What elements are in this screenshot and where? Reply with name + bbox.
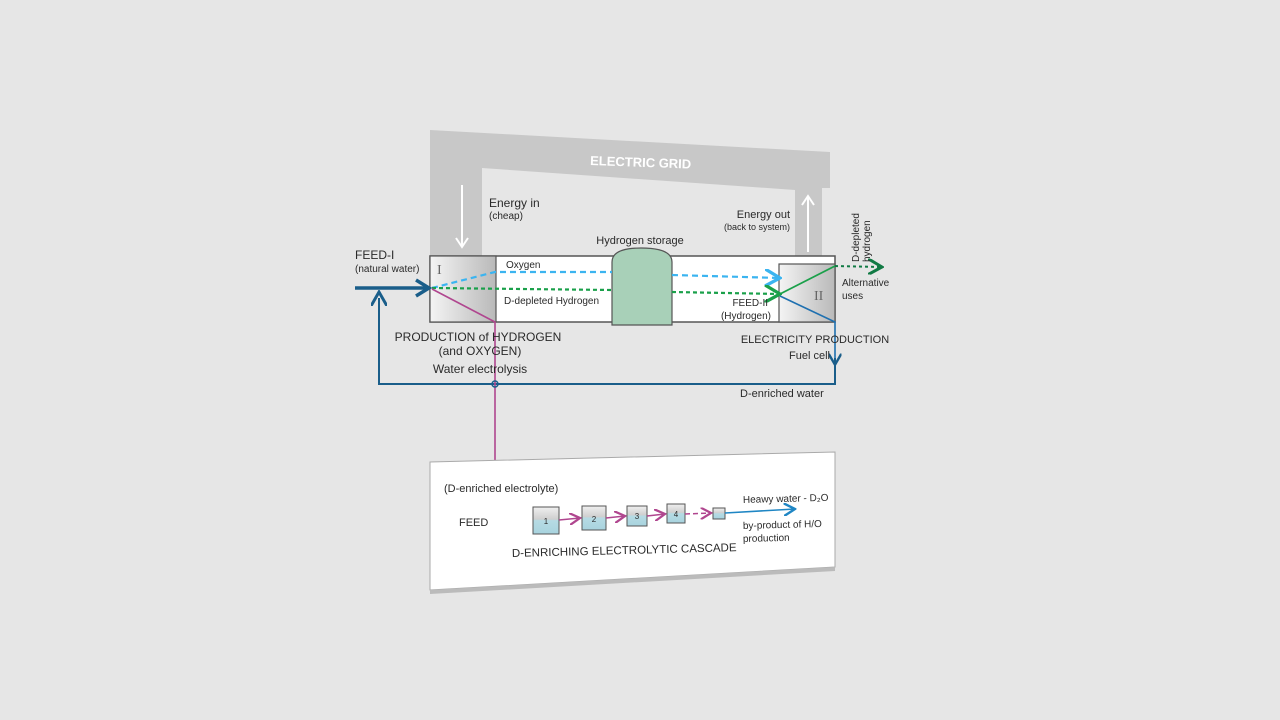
electrolyte-label: (D-enriched electrolyte) — [444, 483, 558, 495]
oxygen-label: Oxygen — [506, 260, 540, 271]
heavy-water-label: Heawy water - D₂O — [743, 493, 829, 506]
d-depleted-label-2: hydrogen — [862, 220, 873, 262]
hydrogen-storage-tank — [611, 247, 673, 326]
cascade-cells: 1 2 3 4 — [532, 503, 726, 535]
energy-out-note: (back to system) — [724, 222, 790, 232]
cascade-cell-2-label: 2 — [592, 515, 597, 524]
stage-I-title: PRODUCTION of HYDROGEN — [395, 330, 562, 344]
energy-in-label: Energy in — [489, 196, 540, 210]
cascade-feed-label: FEED — [459, 517, 488, 529]
d-enriched-water-loop — [379, 298, 836, 385]
cascade-cell-1-label: 1 — [544, 517, 549, 526]
cascade-title: D-ENRICHING ELECTROLYTIC CASCADE — [512, 542, 737, 560]
grid-title: ELECTRIC GRID — [590, 153, 692, 172]
cascade-cell-3-label: 3 — [635, 512, 640, 521]
feed-II-label: FEED-II — [732, 298, 768, 309]
byproduct-label-2: production — [743, 533, 790, 545]
feed-II-note: (Hydrogen) — [721, 311, 771, 322]
alternative-uses-label-1: Alternative — [842, 278, 890, 289]
feed-I-note: (natural water) — [355, 264, 419, 275]
stage-II-numeral: II — [814, 289, 824, 304]
stage-I-numeral: I — [437, 263, 442, 278]
stage-II-title: ELECTRICITY PRODUCTION — [741, 334, 889, 346]
stage-I-process: Water electrolysis — [433, 362, 527, 376]
heavy-water-output-arrow — [724, 509, 795, 513]
cascade-cell-4-label: 4 — [674, 510, 679, 519]
hydrogen-to-out-line — [779, 265, 836, 295]
stage-I-subtitle: (and OXYGEN) — [439, 344, 522, 358]
hydrogen-storage-label: Hydrogen storage — [596, 235, 683, 247]
stage-II-box — [778, 263, 836, 323]
cascade-cell-1 — [532, 506, 560, 535]
d-depleted-label-1: D-depleted — [851, 213, 862, 262]
d-depleted-hydrogen-out-arrow — [834, 266, 882, 267]
hydrogen-flow-arrow — [431, 288, 780, 294]
d-enriched-water-label: D-enriched water — [740, 388, 824, 400]
water-out-line — [779, 295, 835, 360]
oxygen-flow-arrow — [431, 272, 780, 288]
electric-grid-band — [430, 130, 830, 258]
energy-out-label: Energy out — [737, 209, 790, 221]
stage-II-process: Fuel cell — [789, 350, 830, 362]
energy-in-note: (cheap) — [489, 211, 523, 222]
feed-I-label: FEED-I — [355, 248, 394, 262]
byproduct-label-1: by-product of H/O — [743, 519, 822, 532]
alternative-uses-label-2: uses — [842, 291, 863, 302]
cascade-cell-final — [712, 507, 726, 520]
hydrogen-label: D-depleted Hydrogen — [504, 296, 599, 307]
